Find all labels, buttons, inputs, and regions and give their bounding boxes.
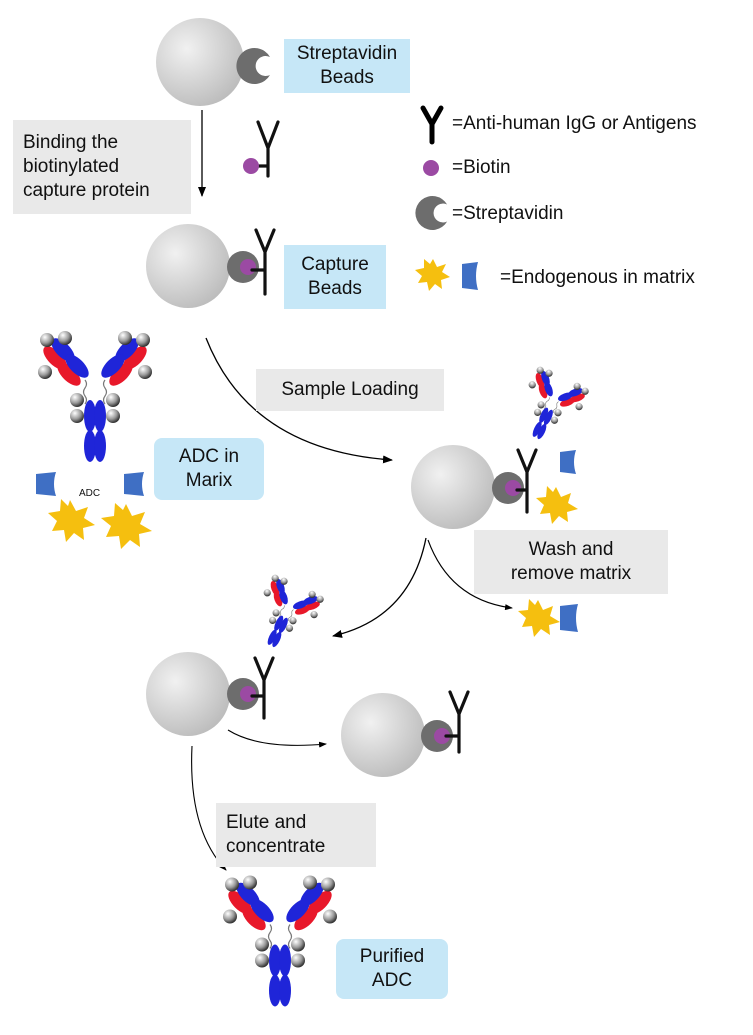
capture-bead [146, 224, 276, 308]
biotinylated-capture-protein [243, 120, 280, 178]
regenerated-capture-bead [341, 690, 470, 777]
streptavidin-bead [156, 18, 270, 106]
label-wash-step: Wash and remove matrix [474, 530, 668, 594]
wash-arrow-left [332, 537, 427, 638]
wash-arrow-right [427, 539, 513, 611]
label-elute-step: Elute and concentrate [216, 803, 376, 867]
legend-streptavidin-icon [415, 196, 448, 230]
legend-endogenous-icons [415, 259, 478, 291]
legend-endogenous-text: =Endogenous in matrix [500, 267, 695, 288]
legend-antibody-icon [420, 105, 444, 145]
legend-antibody-text: =Anti-human IgG or Antigens [452, 113, 697, 134]
label-sample-loading: Sample Loading [256, 369, 444, 411]
regeneration-arrow [227, 729, 327, 748]
label-binding-step: Binding the biotinylated capture protein [13, 120, 191, 214]
bead-with-bound-adc [146, 571, 327, 736]
label-purified-adc: Purified ADC [336, 939, 448, 999]
purified-adc-molecule [222, 874, 338, 1008]
label-adc-small: ADC [79, 488, 101, 499]
legend-biotin-text: =Biotin [452, 157, 511, 178]
removed-matrix [518, 599, 578, 637]
matrix-components [36, 472, 152, 549]
legend-streptavidin-text: =Streptavidin [452, 203, 564, 224]
adc-molecule [37, 330, 153, 463]
label-streptavidin-beads: Streptavidin Beads [284, 39, 410, 93]
label-adc-in-matrix: ADC in Marix [154, 438, 264, 500]
sample-loading-arrow [205, 337, 393, 464]
legend-biotin-icon [423, 160, 439, 176]
label-capture-beads: Capture Beads [284, 245, 386, 309]
loaded-bead [411, 363, 592, 529]
